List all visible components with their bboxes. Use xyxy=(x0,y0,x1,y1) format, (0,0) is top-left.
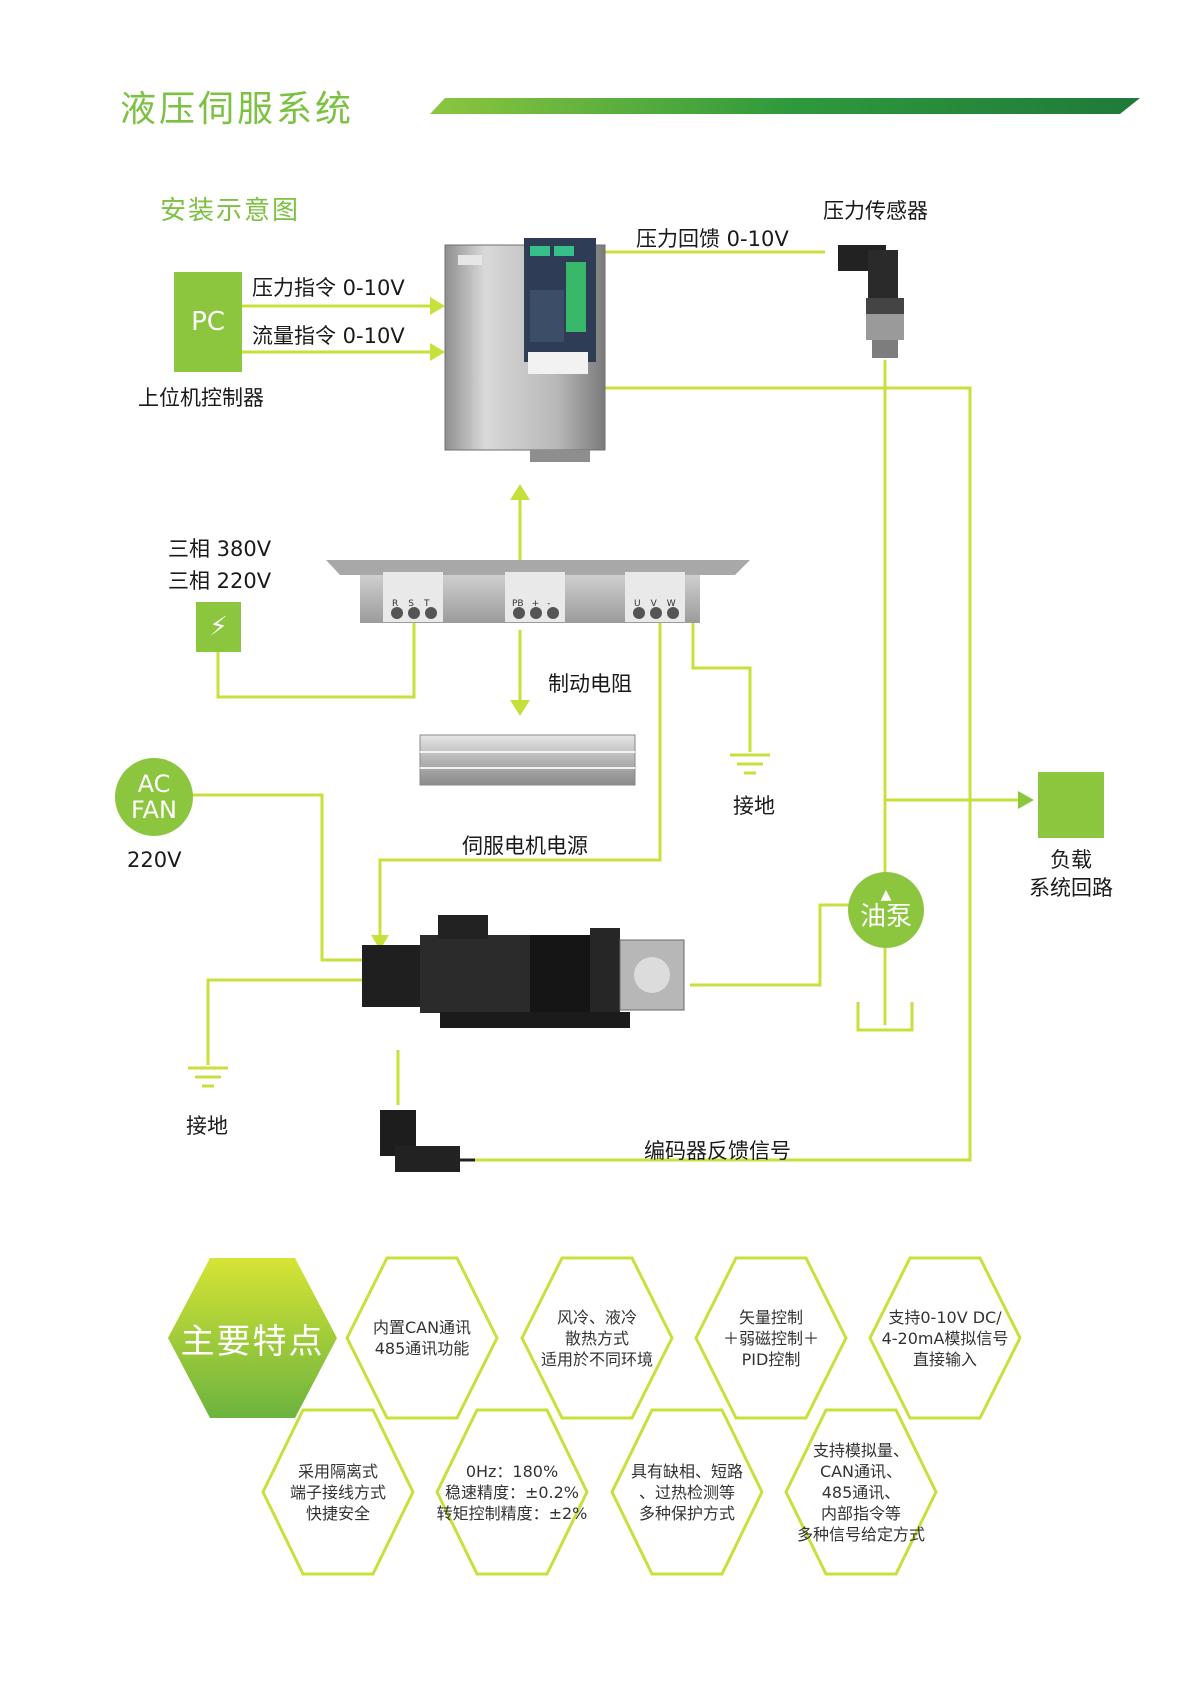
terminal-w: W xyxy=(666,599,676,609)
feature-text: 采用隔离式 端子接线方式 快捷安全 xyxy=(289,1461,386,1523)
terminal-labels-rst: R S T xyxy=(392,599,429,609)
encoder-feedback-label: 编码器反馈信号 xyxy=(644,1139,791,1163)
pressure-sensor xyxy=(838,245,904,358)
pc-caption: 上位机控制器 xyxy=(138,386,264,410)
feature-text: 内置CAN通讯 485通讯功能 xyxy=(372,1318,472,1358)
feature-item: 支持0-10V DC/ 4-20mA模拟信号 直接输入 xyxy=(870,1258,1020,1418)
feature-item: 矢量控制 ＋弱磁控制＋ PID控制 xyxy=(696,1258,846,1418)
terminal-minus: - xyxy=(547,599,551,609)
servo-motor xyxy=(362,915,685,1028)
feature-text: 具有缺相、短路 、过热检测等 多种保护方式 xyxy=(630,1461,743,1523)
feature-title-hexagon xyxy=(168,1258,337,1418)
flow-command-label: 流量指令 0-10V xyxy=(252,324,405,348)
phase-380-label: 三相 380V xyxy=(168,537,272,561)
terminal-plus: + xyxy=(531,599,540,609)
load-label: 负载 xyxy=(1050,848,1092,872)
feature-item: 采用隔离式 端子接线方式 快捷安全 xyxy=(263,1410,413,1574)
ac-fan-line2: FAN xyxy=(131,796,177,824)
terminal-s: S xyxy=(408,599,414,609)
feature-text: 矢量控制 ＋弱磁控制＋ PID控制 xyxy=(722,1307,819,1369)
servo-drive xyxy=(444,238,606,462)
fan-voltage-label: 220V xyxy=(127,848,182,872)
feature-item: 支持模拟量、 CAN通讯、 485通讯、 内部指令等 多种信号给定方式 xyxy=(786,1410,936,1574)
feature-item: 0Hz：180% 稳速精度：±0.2% 转矩控制精度：±2% xyxy=(432,1410,592,1574)
terminal-v: V xyxy=(650,599,657,609)
terminal-r: R xyxy=(392,599,399,609)
terminal-block xyxy=(326,560,750,623)
terminal-pb: PB xyxy=(512,599,524,609)
feature-item: 内置CAN通讯 485通讯功能 xyxy=(347,1258,497,1418)
features-title: 主要特点 xyxy=(180,1321,325,1362)
terminal-t: T xyxy=(423,599,430,609)
encoder-connector xyxy=(380,1110,475,1172)
pc-label: PC xyxy=(191,307,225,337)
feature-text: 支持0-10V DC/ 4-20mA模拟信号 直接输入 xyxy=(881,1307,1009,1369)
ground-label-motor: 接地 xyxy=(186,1114,228,1138)
section-title: 安装示意图 xyxy=(160,196,301,226)
page-title: 液压伺服系统 xyxy=(120,89,355,130)
pressure-sensor-label: 压力传感器 xyxy=(823,199,928,223)
load-box xyxy=(1038,772,1104,838)
header-stripe xyxy=(430,98,1140,114)
ground-label-drive: 接地 xyxy=(733,794,775,818)
feature-item: 具有缺相、短路 、过热检测等 多种保护方式 xyxy=(612,1410,762,1574)
terminal-labels-brake: PB + - xyxy=(512,599,550,609)
pc-box: PC xyxy=(174,272,242,372)
feature-text: 支持模拟量、 CAN通讯、 485通讯、 内部指令等 多种信号给定方式 xyxy=(796,1440,925,1544)
ac-fan-badge: AC FAN xyxy=(115,758,193,836)
brake-resistor-label: 制动电阻 xyxy=(548,672,632,696)
terminal-labels-uvw: U V W xyxy=(634,599,676,609)
ac-fan-line1: AC xyxy=(137,770,171,798)
pressure-command-label: 压力指令 0-10V xyxy=(252,276,405,300)
triangle-up-icon: ▲ xyxy=(880,887,892,903)
system-circuit-label: 系统回路 xyxy=(1029,876,1113,900)
feature-text: 风冷、液冷 散热方式 适用於不同环境 xyxy=(540,1307,653,1369)
phase-220-label: 三相 220V xyxy=(168,569,272,593)
motor-power-label: 伺服电机电源 xyxy=(462,834,588,858)
oil-pump-label: 油泵 xyxy=(859,902,912,932)
feature-item: 风冷、液冷 散热方式 适用於不同环境 xyxy=(522,1258,672,1418)
lightning-icon: ⚡ xyxy=(196,602,241,652)
pressure-feedback-label: 压力回馈 0-10V xyxy=(636,227,789,251)
feature-text: 0Hz：180% 稳速精度：±0.2% 转矩控制精度：±2% xyxy=(436,1461,588,1523)
brake-resistor xyxy=(419,734,636,786)
oil-pump-badge: ▲ 油泵 xyxy=(848,872,924,948)
terminal-u: U xyxy=(634,599,641,609)
